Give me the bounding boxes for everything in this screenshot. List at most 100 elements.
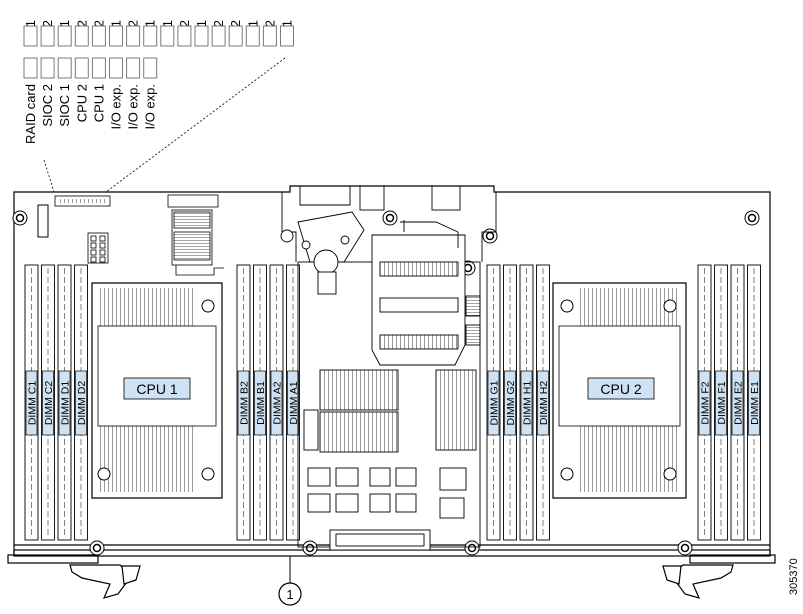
led-row-label: SIOC 1 [57, 84, 72, 127]
led-indicator-box [280, 25, 294, 47]
cpu-2-label: CPU 2 [587, 377, 655, 400]
dimm-label: DIMM F2 [700, 381, 712, 424]
dimm-label: DIMM A2 [272, 381, 284, 424]
led-indicator-box [57, 25, 72, 47]
led-indicator-box [228, 25, 243, 47]
screw [12, 210, 28, 226]
callout-1-text: 1 [286, 587, 293, 602]
dimm-label: DIMM D2 [76, 381, 88, 425]
jumper-pin [99, 242, 106, 249]
dimm-label-box [254, 370, 266, 436]
screw [302, 540, 318, 556]
dimm-label: DIMM C2 [43, 381, 55, 425]
led-indicator-box [126, 25, 141, 47]
dimm-label-box [287, 370, 299, 436]
jumper-pin [99, 256, 106, 263]
screw-head [385, 213, 395, 223]
led-indicator-box [126, 57, 141, 79]
jumper-pin [99, 249, 106, 256]
dimm-label-box [237, 370, 250, 436]
ejector-lever-left [69, 564, 141, 599]
cpu-2-label-text: CPU 2 [600, 381, 641, 397]
dimm-label-box [698, 370, 711, 436]
dimm-label-box [748, 370, 760, 436]
led-row-label: CPU 2 [74, 84, 89, 122]
led-indicator-box [245, 25, 260, 47]
led-indicator-box [109, 25, 123, 47]
dimm-label: DIMM E2 [733, 381, 745, 425]
jumper-pin [90, 256, 97, 263]
led-indicator-box [91, 57, 106, 79]
dimm-label-box [42, 370, 54, 436]
sioc-connector-area [167, 194, 224, 276]
dimm-label: DIMM B2 [239, 381, 251, 425]
dimm-label-box [487, 370, 500, 436]
led-indicator-box [194, 25, 209, 47]
led-indicator-box [211, 25, 226, 47]
jumper-pin [99, 235, 106, 242]
dimm-label-box [25, 370, 38, 436]
led-row-label: SIOC 2 [40, 84, 55, 127]
leader-line-left [43, 159, 55, 193]
dimm-label: DIMM C1 [27, 381, 39, 425]
led-row-label: I/O exp. [143, 84, 158, 130]
cpu-1-label: CPU 1 [123, 377, 191, 400]
led-indicator-box [143, 57, 158, 79]
cpu-2-heatsink [552, 282, 687, 499]
jumper-pin [90, 249, 97, 256]
screw-head [92, 543, 102, 553]
led-row-label: RAID card [23, 84, 38, 144]
dimm-label: DIMM E1 [749, 381, 761, 425]
dimm-label-box [731, 370, 744, 436]
screw [482, 228, 498, 244]
dimm-label-box [520, 370, 533, 436]
cpu-1-label-text: CPU 1 [136, 381, 177, 397]
led-indicator-box [23, 25, 38, 47]
led-indicator-box [57, 57, 72, 79]
led-indicator-box [177, 25, 192, 47]
dimm-label: DIMM H2 [538, 381, 550, 425]
dimm-label: DIMM G2 [505, 380, 517, 425]
screw-head [485, 231, 495, 241]
dimm-label-box [504, 370, 516, 436]
center-board-region [280, 185, 497, 551]
dimm-labels: DIMM C1 DIMM C2 DIMM D1 DIMM D2 DIMM B2 DIMM … [25, 370, 761, 436]
jumper-block [87, 232, 109, 264]
header-connector [37, 195, 111, 238]
figure-id: 305370 [788, 558, 800, 595]
led-indicator-box [109, 57, 123, 79]
jumper-pin [90, 235, 97, 242]
led-row-label: I/O exp. [126, 84, 141, 130]
led-indicator-box [262, 25, 277, 47]
led-indicator-box [23, 57, 38, 79]
callout-1: 1 [278, 556, 302, 606]
led-indicator-box [143, 25, 158, 47]
screw [677, 540, 693, 556]
dimm-label: DIMM D1 [60, 381, 72, 425]
screw [464, 540, 480, 556]
led-indicator-grid [23, 25, 294, 79]
leader-line-right [105, 57, 286, 193]
dimm-label-box [75, 370, 87, 436]
dimm-label: DIMM H1 [522, 381, 534, 425]
screw [744, 210, 760, 226]
screw-head [467, 543, 477, 553]
dimm-label-box [715, 370, 727, 436]
led-indicator-box [160, 25, 175, 47]
screw-head [680, 543, 690, 553]
dimm-label: DIMM A1 [288, 381, 300, 424]
dimm-label-box [537, 370, 549, 436]
led-row-label: I/O exp. [109, 84, 124, 130]
dimm-label-box [58, 370, 71, 436]
dimm-label-box [270, 370, 283, 436]
led-indicator-box [74, 57, 89, 79]
led-indicator-box [40, 25, 55, 47]
screw-head [747, 213, 757, 223]
led-indicator-box [40, 57, 55, 79]
dimm-label: DIMM G1 [489, 380, 501, 425]
jumper-pins [90, 235, 106, 263]
screw-head [305, 543, 315, 553]
led-row-label: CPU 1 [91, 84, 106, 122]
